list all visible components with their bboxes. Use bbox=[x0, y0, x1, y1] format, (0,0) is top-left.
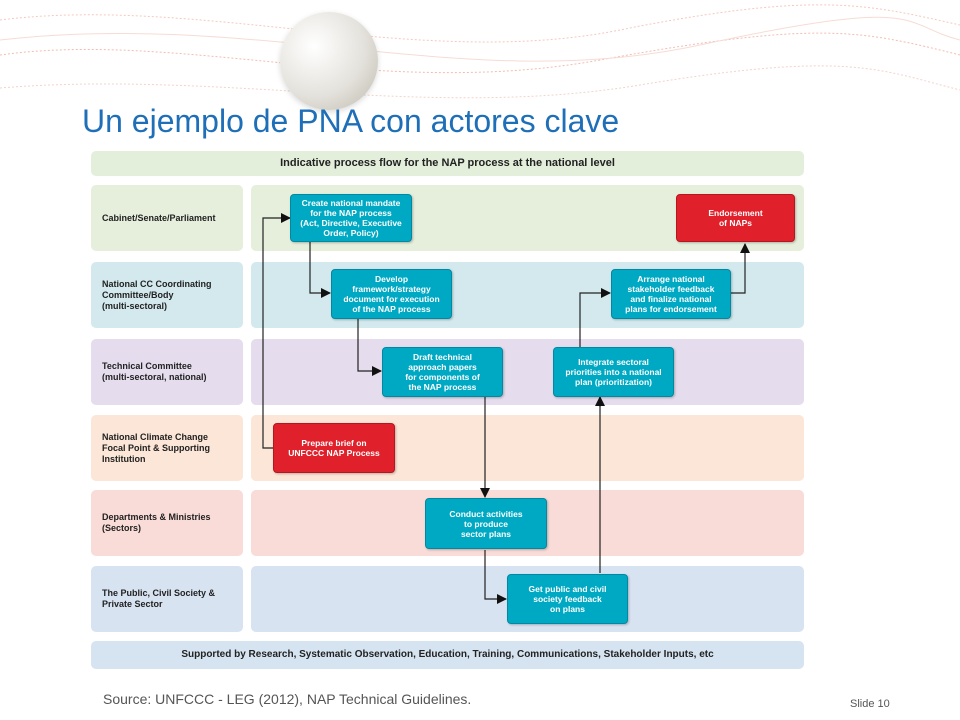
header-band: Indicative process flow for the NAP proc… bbox=[91, 151, 804, 176]
lane-label-public: The Public, Civil Society & Private Sect… bbox=[91, 566, 243, 632]
step-arrange-feedback: Arrange national stakeholder feedback an… bbox=[611, 269, 731, 319]
lane-label-focal-point: National Climate Change Focal Point & Su… bbox=[91, 415, 243, 481]
nap-process-diagram: Indicative process flow for the NAP proc… bbox=[85, 145, 811, 677]
step-prepare-brief: Prepare brief on UNFCCC NAP Process bbox=[273, 423, 395, 473]
step-conduct-activities: Conduct activities to produce sector pla… bbox=[425, 498, 547, 549]
slide-title: Un ejemplo de PNA con actores clave bbox=[82, 103, 620, 139]
lane-body-technical-committee bbox=[251, 339, 804, 405]
slide-number: Slide 10 bbox=[850, 698, 890, 710]
globe-logo bbox=[280, 12, 378, 110]
step-draft-papers: Draft technical approach papers for comp… bbox=[382, 347, 503, 397]
diagram-footer: Supported by Research, Systematic Observ… bbox=[181, 649, 714, 660]
step-create-mandate: Create national mandate for the NAP proc… bbox=[290, 194, 412, 242]
footer-band: Supported by Research, Systematic Observ… bbox=[91, 641, 804, 669]
lane-label-coordinating-committee: National CC Coordinating Committee/Body … bbox=[91, 262, 243, 328]
lane-label-cabinet: Cabinet/Senate/Parliament bbox=[91, 185, 243, 251]
step-endorsement: Endorsement of NAPs bbox=[676, 194, 795, 242]
decorative-curves bbox=[0, 4, 960, 99]
lane-label-departments: Departments & Ministries (Sectors) bbox=[91, 490, 243, 556]
source-citation: Source: UNFCCC - LEG (2012), NAP Technic… bbox=[103, 691, 472, 707]
lane-label-technical-committee: Technical Committee (multi-sectoral, nat… bbox=[91, 339, 243, 405]
step-integrate-priorities: Integrate sectoral priorities into a nat… bbox=[553, 347, 674, 397]
step-public-feedback: Get public and civil society feedback on… bbox=[507, 574, 628, 624]
diagram-header: Indicative process flow for the NAP proc… bbox=[280, 157, 615, 169]
step-develop-framework: Develop framework/strategy document for … bbox=[331, 269, 452, 319]
